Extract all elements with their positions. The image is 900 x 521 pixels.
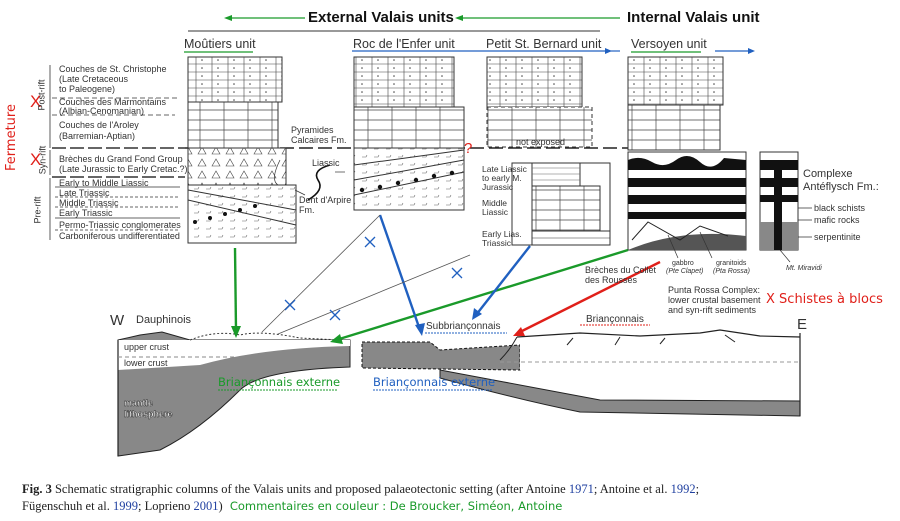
moutiers-column bbox=[187, 56, 297, 244]
ref-2001[interactable]: 2001 bbox=[193, 499, 219, 513]
mt-miravidi-label: Mt. Miravidi bbox=[786, 265, 822, 272]
x-mark-syn: X bbox=[30, 150, 42, 169]
east-label: E bbox=[797, 316, 808, 333]
legend-layer: (Barremian-Aptian) bbox=[59, 131, 136, 141]
figure-caption-line1: Fig. 3 Schematic stratigraphic columns o… bbox=[22, 482, 699, 497]
legend-layer: Couches de l'Aroley bbox=[59, 120, 139, 130]
pyramides-label: Pyramides bbox=[291, 125, 334, 135]
pte-clapet-label: (Pte Clapet) bbox=[666, 268, 704, 275]
legend-layer: Early Triassic bbox=[59, 208, 113, 218]
legend-layer: (Late Jurassic to Early Cretac.?) bbox=[59, 164, 188, 174]
pta-rossa-label: (Pta Rossa) bbox=[713, 268, 750, 275]
legend-layer: (Albian-Cenomanian) bbox=[59, 106, 145, 116]
lithosphere-label: lithosphere bbox=[124, 409, 173, 419]
dent-arpire-label-2: Fm. bbox=[299, 205, 315, 215]
mafic-rocks-label: mafic rocks bbox=[814, 215, 860, 225]
grey-arrows bbox=[261, 214, 471, 335]
roc-column bbox=[353, 56, 465, 211]
complexe-label-2: Antéflysch Fm.: bbox=[803, 181, 879, 193]
liassic-label: Liassic bbox=[312, 158, 340, 168]
annotation-arrows bbox=[233, 214, 661, 342]
legend-lines bbox=[49, 65, 185, 240]
phase-post-rift: Post-rift bbox=[36, 79, 47, 111]
petit-column bbox=[486, 56, 611, 246]
question-mark: ? bbox=[464, 140, 473, 157]
petit-layer: Liassic bbox=[482, 207, 508, 217]
granitoids-label: granitoids bbox=[716, 260, 747, 267]
petit-layer: Middle bbox=[482, 198, 508, 208]
external-valais-header: External Valais units bbox=[308, 9, 454, 26]
legend-layer: Early to Middle Liassic bbox=[59, 178, 149, 188]
legend-layer: Late Triassic bbox=[59, 188, 110, 198]
legend-layer: Permo-Triassic conglomerates bbox=[59, 220, 181, 230]
schistes-a-blocs-annotation: X Schistes à blocs bbox=[766, 292, 883, 307]
ref-1992[interactable]: 1992 bbox=[670, 482, 696, 496]
legend-layer: Couches de St. Christophe bbox=[59, 64, 167, 74]
roc-unit-label: Roc de l'Enfer unit bbox=[353, 37, 455, 51]
punta-rossa-label: Punta Rossa Complex: bbox=[668, 285, 761, 295]
petit-layer: Early Lias. bbox=[482, 229, 522, 239]
west-label: W bbox=[110, 312, 125, 329]
caption-text: ) bbox=[218, 499, 223, 513]
caption-text: ; Antoine et al. bbox=[593, 482, 671, 496]
figure-caption-line2: Fügenschuh et al. 1999; Loprieno 2001) C… bbox=[22, 499, 562, 514]
fermeture-annotation: Fermeture bbox=[3, 104, 19, 171]
petit-layer: Late Liassic bbox=[482, 164, 527, 174]
petit-layer: Triassic bbox=[482, 238, 511, 248]
versoyen-unit-label: Versoyen unit bbox=[631, 37, 707, 51]
internal-valais-header: Internal Valais unit bbox=[627, 9, 760, 26]
gabbro-label: gabbro bbox=[672, 260, 694, 267]
upper-crust-label: upper crust bbox=[124, 342, 170, 352]
pyramides-label-2: Calcaires Fm. bbox=[291, 135, 347, 145]
arrow-heads bbox=[231, 308, 525, 344]
figure-number: Fig. 3 bbox=[22, 482, 52, 496]
petit-layer: Jurassic bbox=[482, 182, 514, 192]
complexe-label: Complexe bbox=[803, 168, 853, 180]
legend-layer: to Paleogene) bbox=[59, 84, 116, 94]
ref-1999[interactable]: 1999 bbox=[112, 499, 138, 513]
comment-credit: Commentaires en couleur : De Broucker, S… bbox=[229, 499, 563, 513]
breches-collet-label: Brèches du Collet bbox=[585, 265, 657, 275]
legend-layer: Middle Triassic bbox=[59, 198, 119, 208]
dauphinois-label: Dauphinois bbox=[136, 314, 192, 326]
caption-text: ; Loprieno bbox=[137, 499, 194, 513]
brianconnais-label: Briançonnais bbox=[586, 314, 644, 325]
punta-rossa-label-2: lower crustal basement bbox=[668, 295, 761, 305]
header-arrows bbox=[188, 15, 755, 54]
caption-text: Fügenschuh et al. bbox=[22, 499, 113, 513]
phase-syn-rift: Syn-rift bbox=[37, 145, 48, 175]
phase-pre-rift: Pre-rift bbox=[32, 196, 43, 224]
legend-layer: Carboniferous undifferentiated bbox=[59, 231, 180, 241]
not-exposed-label: not exposed bbox=[516, 137, 566, 147]
label-pointers bbox=[274, 159, 812, 263]
serpentinite-label: serpentinite bbox=[814, 232, 861, 242]
caption-text: Schematic stratigraphic columns of the V… bbox=[51, 482, 569, 496]
caption-text: ; bbox=[695, 482, 700, 496]
brianconnais-externe-blue: Briançonnais externe bbox=[373, 375, 496, 389]
cross-section bbox=[117, 329, 801, 457]
legend-layer: Couches des Marmontains bbox=[59, 97, 167, 107]
petit-layer: to early M. bbox=[482, 173, 522, 183]
subbrianconnais-label: Subbriançonnais bbox=[426, 321, 501, 332]
breches-collet-label-2: des Rousses bbox=[585, 275, 638, 285]
x-mark-post: X bbox=[30, 92, 42, 111]
ref-1971[interactable]: 1971 bbox=[568, 482, 594, 496]
moutiers-unit-label: Moûtiers unit bbox=[184, 37, 256, 51]
black-schists-label: black schists bbox=[814, 203, 866, 213]
petit-unit-label: Petit St. Bernard unit bbox=[486, 37, 602, 51]
dent-arpire-label: Dent d'Arpire bbox=[299, 195, 352, 205]
brianconnais-externe-green: Briançonnais externe bbox=[218, 375, 341, 389]
blue-x-marks bbox=[284, 236, 463, 321]
versoyen-column bbox=[627, 56, 799, 251]
liassic-wiggle bbox=[307, 164, 331, 201]
punta-rossa-label-3: and syn-rift sediments bbox=[668, 305, 757, 315]
legend-layer: Brèches du Grand Fond Group bbox=[59, 154, 183, 164]
legend-layer: (Late Cretaceous bbox=[59, 74, 129, 84]
mantle-label: mantle bbox=[124, 398, 154, 408]
lower-crust-label: lower crust bbox=[124, 358, 168, 368]
